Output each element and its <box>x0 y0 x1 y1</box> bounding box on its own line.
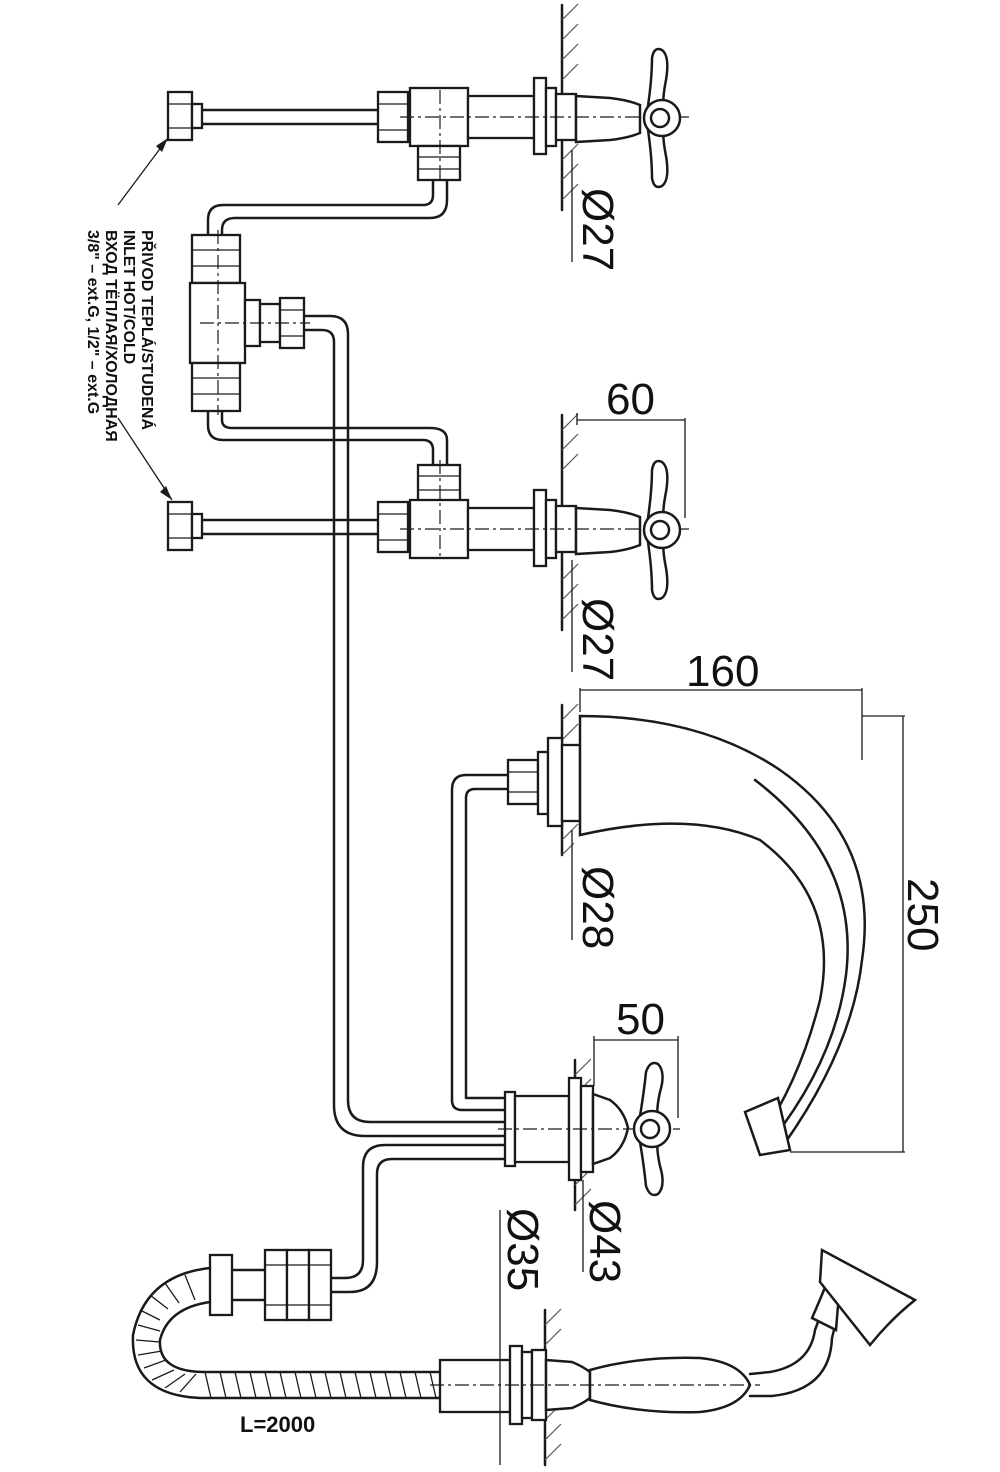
dim-shower-holder-diameter: Ø35 <box>498 1208 547 1291</box>
dim-spout-reach: 160 <box>686 647 759 696</box>
dim-spout-diameter: Ø28 <box>573 866 622 949</box>
spout <box>506 714 866 1157</box>
dimension-lines <box>499 150 905 1465</box>
inlet-note-line2: INLET HOT/COLD <box>120 230 137 364</box>
diverter-valve <box>498 1061 680 1197</box>
dim-diverter-projection: 50 <box>616 995 665 1044</box>
leader-arrows <box>117 137 173 501</box>
dim-valve-projection: 60 <box>606 375 655 424</box>
dimension-labels: Ø27 Ø27 60 160 250 Ø28 50 Ø43 Ø35 <box>498 188 947 1291</box>
dim-diverter-diameter: Ø43 <box>580 1200 629 1283</box>
tee-fitting <box>188 230 310 415</box>
valve-upper <box>400 47 690 189</box>
pipe-network <box>193 108 512 1302</box>
inlet-connector-top <box>166 90 410 144</box>
hose-length-label: L=2000 <box>240 1412 315 1437</box>
cross-handle-lower <box>646 459 669 522</box>
dim-valve-upper-diameter: Ø27 <box>573 188 622 271</box>
valve-lower <box>400 459 690 601</box>
cross-handle-diverter <box>638 1061 664 1120</box>
inlet-note-line4: 3/8" – ext.G, 1/2" – ext.G <box>84 230 101 414</box>
dim-valve-lower-diameter: Ø27 <box>573 598 622 681</box>
inlet-note-line1: PŘIVOD TEPLÁ/STUDENÁ <box>138 230 157 430</box>
inlet-note: PŘIVOD TEPLÁ/STUDENÁ INLET HOT/COLD ВХОД… <box>84 230 157 442</box>
dim-spout-height: 250 <box>898 878 947 951</box>
hose-connectors <box>208 1248 333 1322</box>
cross-handle-upper <box>646 47 669 110</box>
inlet-connector-bottom <box>166 500 410 554</box>
hand-shower <box>430 1247 918 1426</box>
inlet-note-line3: ВХОД ТЁПЛАЯ/ХОЛОДНАЯ <box>102 230 120 442</box>
shower-hose <box>131 1266 442 1400</box>
